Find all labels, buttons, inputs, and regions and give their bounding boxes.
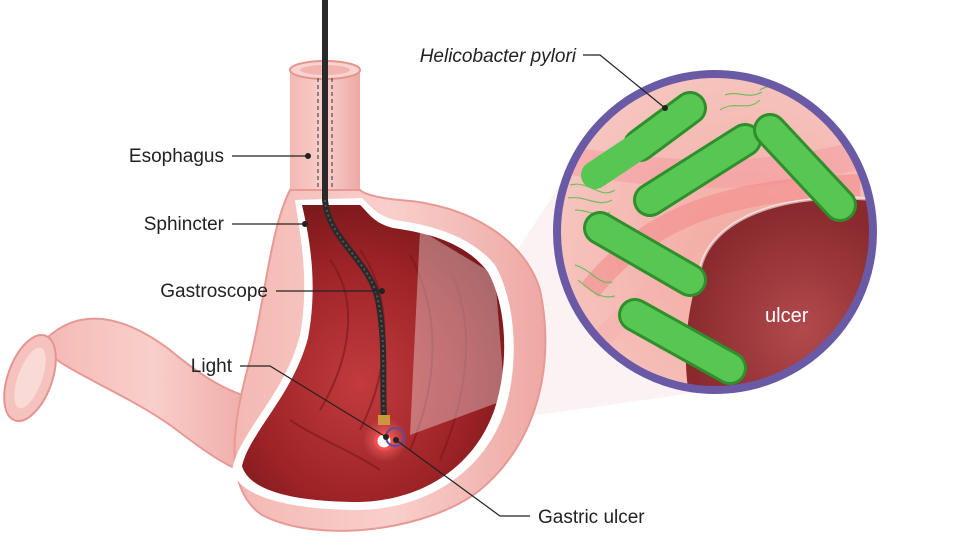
stomach-interior <box>242 205 505 502</box>
leader-dots <box>302 105 668 443</box>
gastric-ulcer-label: Gastric ulcer <box>538 507 645 528</box>
bacteria <box>567 81 857 385</box>
esophagus-label: Esophagus <box>129 146 224 167</box>
helicobacter-label: Helicobacter pylori <box>420 46 577 67</box>
duodenum <box>3 317 263 480</box>
ulcer-label: ulcer <box>765 305 809 327</box>
light-beam <box>410 230 505 435</box>
inset-magnification: ulcer <box>553 70 877 394</box>
leader-lines <box>232 54 666 517</box>
sphincter-label: Sphincter <box>144 214 225 235</box>
gastroscope-label: Gastroscope <box>160 281 268 302</box>
light-label: Light <box>191 356 233 377</box>
inset-ring <box>553 70 877 394</box>
